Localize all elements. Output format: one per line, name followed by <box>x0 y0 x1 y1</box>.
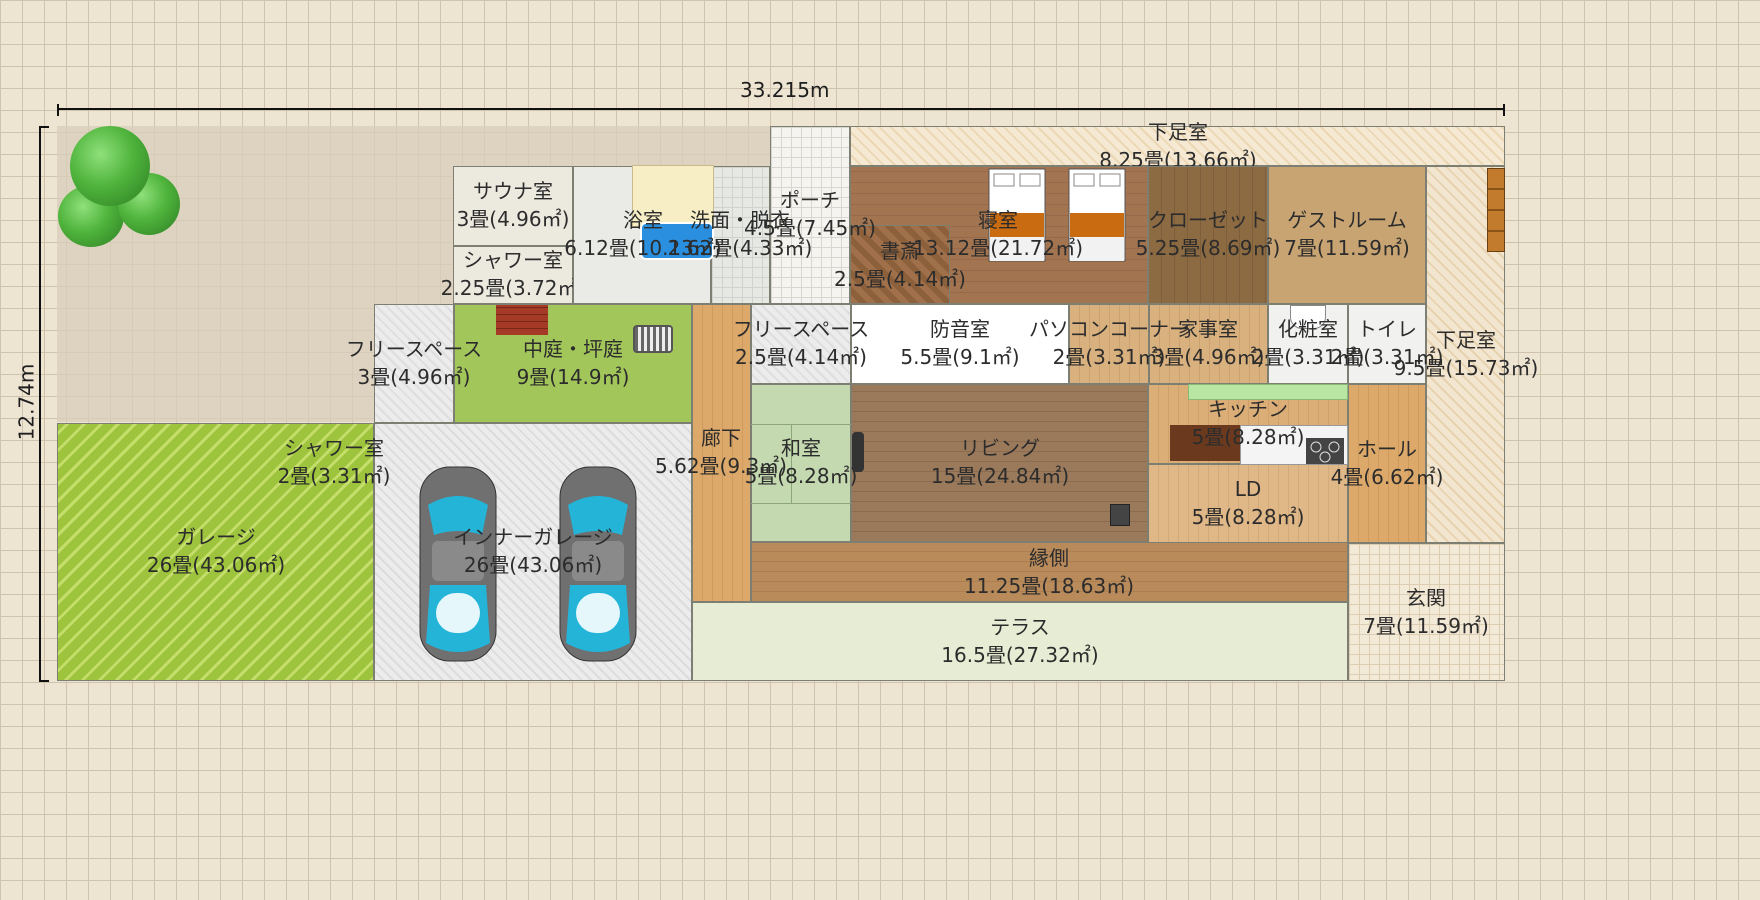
fireplace-icon <box>496 305 548 335</box>
tatami-line-3 <box>791 424 792 503</box>
width-dimension-line <box>57 108 1504 110</box>
door-icon <box>852 432 864 472</box>
room-closet[interactable] <box>1148 166 1268 304</box>
room-study-overlay <box>850 225 950 304</box>
room-garage[interactable] <box>57 423 374 681</box>
room-pc-corner[interactable] <box>1069 304 1149 384</box>
heater-icon <box>633 325 673 353</box>
kitchen-island <box>1170 425 1240 461</box>
room-sauna[interactable] <box>453 166 573 246</box>
room-freespace-left[interactable] <box>374 304 454 423</box>
bed-icon <box>1068 168 1126 262</box>
tree-icon <box>70 126 150 206</box>
room-soundproof[interactable] <box>851 304 1069 384</box>
height-dimension-tick-bottom <box>39 680 49 682</box>
bathtub-water-icon <box>640 222 714 260</box>
stove-icon <box>1306 438 1344 464</box>
car-icon <box>559 466 637 662</box>
tatami-line-2 <box>751 503 851 504</box>
room-terrace[interactable] <box>692 602 1348 681</box>
room-shimoashi-top[interactable] <box>850 126 1505 166</box>
width-dimension-label: 33.215m <box>740 78 830 102</box>
room-guest[interactable] <box>1268 166 1426 304</box>
bed-icon <box>988 168 1046 262</box>
room-porch[interactable] <box>770 126 850 304</box>
room-corridor[interactable] <box>692 304 751 602</box>
room-washitsu[interactable] <box>751 384 851 542</box>
room-courtyard[interactable] <box>454 304 692 423</box>
width-dimension-tick-right <box>1503 104 1505 116</box>
car-icon <box>419 466 497 662</box>
room-freespace-mid[interactable] <box>751 304 851 384</box>
room-housework[interactable] <box>1149 304 1268 384</box>
room-hall[interactable] <box>1348 384 1426 543</box>
kitchen-counter <box>1188 384 1348 400</box>
tatami-line-1 <box>751 424 851 425</box>
room-shower-1[interactable] <box>453 246 573 304</box>
height-dimension-tick-top <box>39 126 49 128</box>
bathtub-icon <box>632 165 714 227</box>
room-living[interactable] <box>851 384 1148 542</box>
room-engawa[interactable] <box>751 542 1348 602</box>
width-dimension-tick-left <box>57 104 59 116</box>
tv-icon <box>1110 504 1130 526</box>
height-dimension-label: 12.74m <box>14 363 39 441</box>
height-dimension-line <box>39 126 41 682</box>
shelf-icon <box>1487 168 1505 252</box>
room-ld[interactable] <box>1148 464 1348 543</box>
toilet-icon <box>1290 305 1326 329</box>
room-genkan[interactable] <box>1348 543 1505 681</box>
room-toilet[interactable] <box>1348 304 1426 384</box>
